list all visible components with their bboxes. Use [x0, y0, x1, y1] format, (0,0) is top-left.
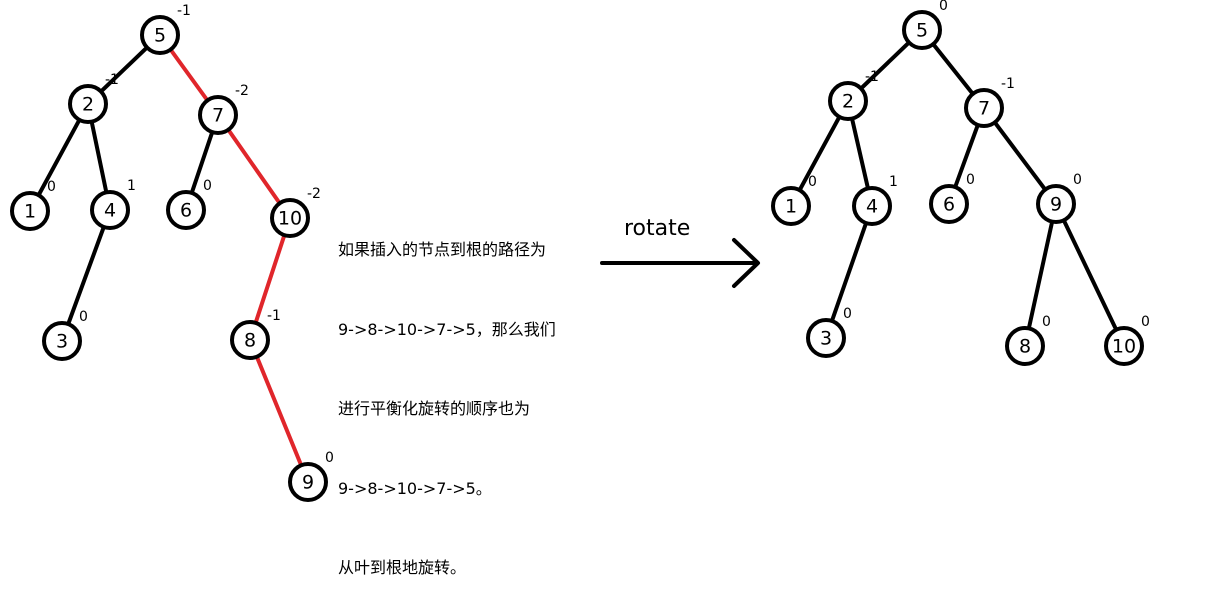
caption-line: 进行平衡化旋转的顺序也为	[338, 399, 531, 418]
balance-factor-label: 0	[79, 309, 88, 325]
balance-factor-label: -1	[1001, 76, 1015, 92]
node-key: 6	[180, 200, 192, 222]
node-circle	[828, 81, 868, 121]
balance-factor-label: 1	[889, 174, 898, 190]
node-key: 3	[820, 328, 832, 350]
highlighted-edge-7-10	[216, 113, 292, 220]
node-key: 8	[1019, 336, 1031, 358]
edge-2-1	[28, 102, 90, 213]
tree-node-4: 41	[852, 174, 898, 226]
tree-node-1: 10	[10, 179, 56, 231]
node-circle	[964, 88, 1004, 128]
balance-factor-label: -2	[235, 83, 249, 99]
tree-node-6: 60	[166, 178, 212, 230]
node-key: 5	[916, 20, 928, 42]
node-circle	[929, 184, 969, 224]
balance-factor-label: 0	[843, 306, 852, 322]
caption-text: 如果插入的节点到根的路径为 9->8->10->7->5，那么我们 进行平衡化旋…	[338, 184, 556, 608]
node-circle	[140, 15, 180, 55]
tree-node-6: 60	[929, 172, 975, 224]
node-key: 5	[154, 25, 166, 47]
tree-node-2: 2 -1	[68, 72, 119, 124]
node-key: 10	[278, 208, 302, 230]
balance-factor-label: 0	[1073, 172, 1082, 188]
balance-factor-label: 0	[1141, 314, 1150, 330]
node-key: 2	[82, 94, 94, 116]
node-circle	[42, 321, 82, 361]
highlighted-edge-10-8	[248, 216, 292, 342]
node-circle	[852, 186, 892, 226]
node-circle	[198, 95, 238, 135]
node-circle	[1005, 326, 1045, 366]
tree-node-1: 10	[771, 174, 817, 226]
edge-9-8	[1023, 202, 1058, 348]
tree-node-9: 90	[1036, 172, 1082, 224]
tree-node-4: 41	[90, 178, 136, 230]
edge-4-3	[824, 204, 874, 340]
tree-node-8: 8 -1	[230, 308, 281, 360]
edge-9-10	[1054, 202, 1126, 348]
node-circle	[1036, 184, 1076, 224]
caption-line: 从叶到根地旋转。	[338, 558, 467, 577]
balance-factor-label: -1	[865, 69, 879, 85]
node-key: 10	[1112, 336, 1136, 358]
node-key: 1	[785, 196, 797, 218]
balance-factor-label: 1	[127, 178, 136, 194]
node-key: 2	[842, 91, 854, 113]
node-circle	[1104, 326, 1144, 366]
balance-factor-label: 0	[808, 174, 817, 190]
node-circle	[166, 190, 206, 230]
tree-node-8: 80	[1005, 314, 1051, 366]
node-circle	[902, 10, 942, 50]
node-key: 9	[1050, 194, 1062, 216]
tree-node-7: 7 -2	[198, 83, 249, 135]
tree-node-2: 2 -1	[828, 69, 879, 121]
balance-factor-label: 0	[939, 0, 948, 14]
node-key: 9	[302, 472, 314, 494]
tree-node-3: 30	[42, 309, 88, 361]
caption-line: 9->8->10->7->5。	[338, 478, 492, 498]
node-key: 4	[104, 200, 116, 222]
tree-node-3: 30	[806, 306, 852, 358]
balance-factor-label: 0	[47, 179, 56, 195]
node-circle	[90, 190, 130, 230]
node-key: 6	[943, 194, 955, 216]
caption-line: 如果插入的节点到根的路径为	[338, 240, 547, 259]
balance-factor-label: -1	[105, 72, 119, 88]
caption-line: 9->8->10->7->5，那么我们	[338, 319, 556, 339]
rotate-label: rotate	[624, 216, 691, 241]
balance-factor-label: 0	[966, 172, 975, 188]
highlighted-edge-8-9	[248, 338, 310, 484]
tree-node-9: 90	[288, 450, 334, 502]
node-key: 4	[866, 196, 878, 218]
tree-node-5: 50	[902, 0, 948, 50]
node-circle	[68, 84, 108, 124]
node-circle	[10, 191, 50, 231]
rotate-arrow-icon	[600, 238, 760, 288]
edge-4-3	[60, 208, 112, 343]
balance-factor-label: 0	[325, 450, 334, 466]
node-key: 1	[24, 201, 36, 223]
node-key: 8	[244, 330, 256, 352]
tree-node-7: 7 -1	[964, 76, 1015, 128]
node-circle	[270, 198, 310, 238]
balance-factor-label: -2	[307, 186, 321, 202]
balance-factor-label: 0	[203, 178, 212, 194]
node-key: 3	[56, 331, 68, 353]
tree-node-10: 10 -2	[270, 186, 321, 238]
balance-factor-label: 0	[1042, 314, 1051, 330]
node-circle	[288, 462, 328, 502]
node-circle	[230, 320, 270, 360]
node-key: 7	[978, 98, 990, 120]
node-circle	[806, 318, 846, 358]
balance-factor-label: -1	[177, 3, 191, 19]
node-key: 7	[212, 105, 224, 127]
node-circle	[771, 186, 811, 226]
balance-factor-label: -1	[267, 308, 281, 324]
tree-node-5: 5 -1	[140, 3, 191, 55]
tree-node-10: 10 0	[1104, 314, 1150, 366]
